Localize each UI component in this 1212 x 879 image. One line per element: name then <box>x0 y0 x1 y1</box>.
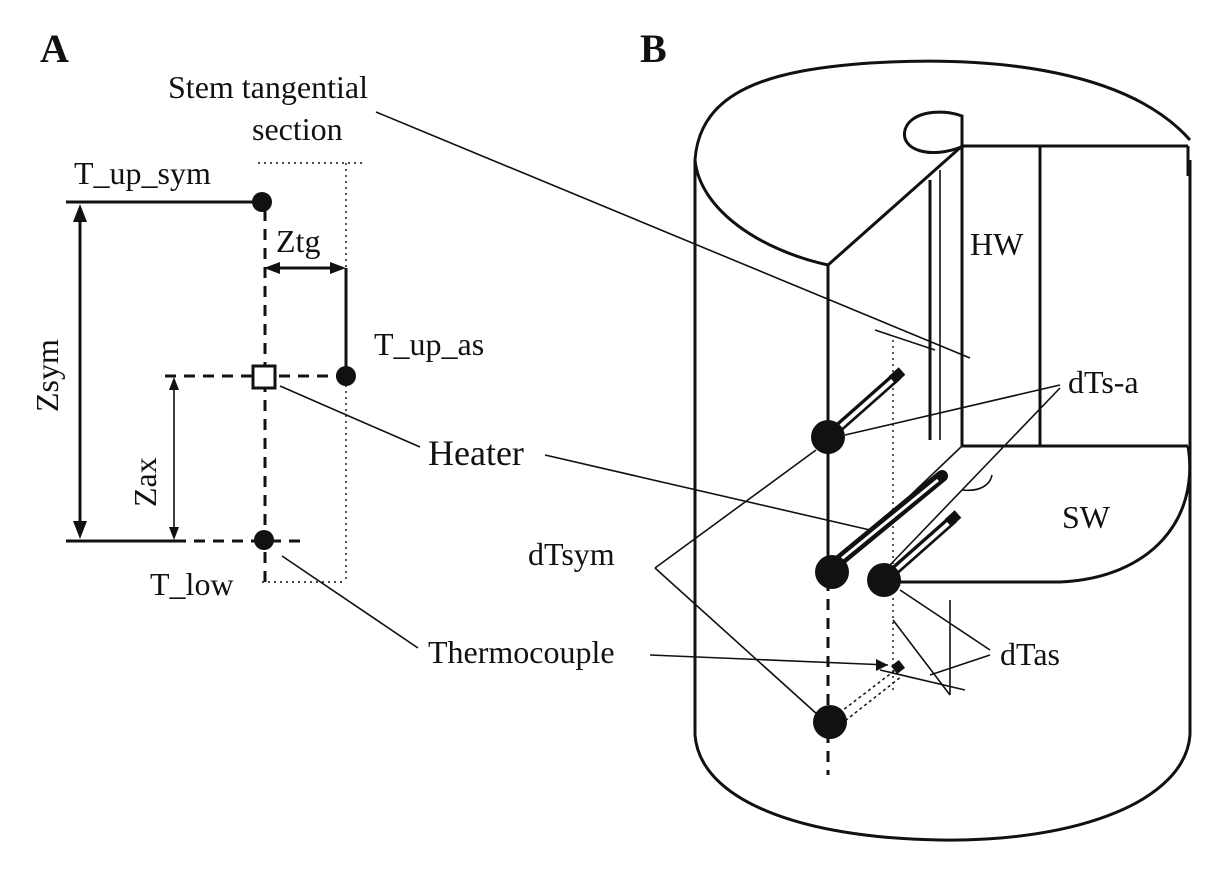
thermocouple-leader-a <box>281 555 419 649</box>
t-low-point <box>254 530 274 550</box>
dts-a-leader-upper <box>844 384 1061 436</box>
panel-a-letter: A <box>40 26 69 71</box>
dtas-label: dTas <box>1000 636 1060 672</box>
t-up-as-label: T_up_as <box>374 326 484 362</box>
tangential-plane-top <box>874 329 936 351</box>
t-up-sym-label: T_up_sym <box>74 155 211 191</box>
cylinder-top-arc <box>693 59 1192 161</box>
stem-tangential-label-line1: Stem tangential <box>168 69 368 105</box>
ztg-label: Ztg <box>276 223 320 259</box>
zax-label: Zax <box>127 457 163 507</box>
cylinder-pith-curl <box>903 110 965 154</box>
sensor-upper-as <box>867 563 901 597</box>
hw-label: HW <box>970 226 1024 262</box>
panel-b-letter: B <box>640 26 667 71</box>
sensor-low <box>813 705 847 739</box>
zax-arrow-up <box>169 377 179 390</box>
dts-a-label: dTs-a <box>1068 364 1139 400</box>
heater-square <box>251 364 277 390</box>
heater-leader-a <box>279 385 421 448</box>
ztg-arrow-right <box>330 262 346 274</box>
cylinder-bottom-arc <box>693 734 1192 842</box>
cut-edge-front-top <box>827 144 963 267</box>
sensor-heater <box>815 555 849 589</box>
dts-a-leader-lower <box>889 387 1061 566</box>
panel-a: A Zsym Zax Ztg Stem tangential s <box>29 26 615 670</box>
panel-b: B <box>375 26 1192 842</box>
dtas-leader-upper <box>899 589 991 651</box>
zax-arrow-down <box>169 527 179 540</box>
dtas-leader-lower <box>929 654 991 676</box>
stem-tangential-label-line2: section <box>252 111 343 147</box>
t-up-as-point <box>336 366 356 386</box>
probe-heater <box>822 470 948 576</box>
heater-leader-b <box>544 454 871 531</box>
tangential-plane-bottom <box>879 669 966 691</box>
dtsym-leader-lower <box>654 567 819 716</box>
thermocouple-label: Thermocouple <box>428 634 615 670</box>
dtsym-label: dTsym <box>528 536 615 572</box>
t-low-label: T_low <box>150 566 234 602</box>
cylinder-top-front-rim <box>693 159 829 267</box>
dtsym-leader-upper <box>654 449 817 569</box>
zsym-arrow-down <box>73 521 87 539</box>
thermocouple-leader-b <box>649 654 889 666</box>
sw-quarter-arc <box>885 445 1192 584</box>
panel-a-dotted-guide <box>258 162 362 583</box>
tangential-plane-diag <box>892 619 951 696</box>
stem-tangential-leader <box>375 111 971 359</box>
pith-inner-arc <box>961 474 993 492</box>
heater-label: Heater <box>428 433 524 473</box>
thermocouple-arrow <box>876 659 888 671</box>
ztg-arrow-left <box>264 262 280 274</box>
sensor-upper-sym <box>811 420 845 454</box>
sw-label: SW <box>1062 499 1111 535</box>
t-up-sym-point <box>252 192 272 212</box>
zsym-arrow-up <box>73 204 87 222</box>
zsym-label: Zsym <box>29 339 65 412</box>
